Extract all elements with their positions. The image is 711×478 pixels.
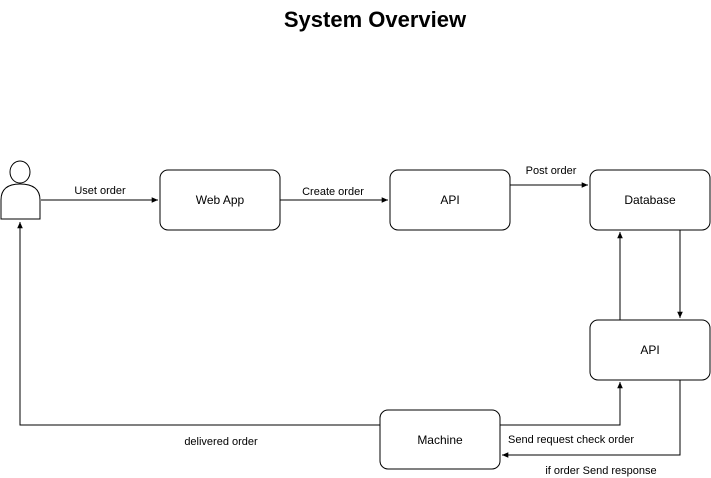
- node-machine-label: Machine: [417, 433, 463, 447]
- edge-machine-to-api-right: [500, 382, 623, 426]
- node-api-right-label: API: [640, 343, 659, 357]
- node-machine: Machine: [379, 409, 501, 470]
- user-actor-icon: [0, 160, 41, 220]
- edge-label-uset-order: Uset order: [74, 185, 126, 197]
- node-api-top-label: API: [440, 193, 459, 207]
- node-web-app-label: Web App: [196, 193, 245, 207]
- edge-label-if-order-send-response: if order Send response: [545, 465, 656, 477]
- diagram-title: System Overview: [284, 7, 467, 32]
- node-web-app: Web App: [159, 169, 281, 231]
- user-head: [9, 160, 31, 184]
- node-api-top: API: [389, 169, 511, 231]
- edge-label-send-request-check-order: Send request check order: [508, 434, 634, 446]
- node-database: Database: [589, 169, 711, 231]
- edge-api-right-to-machine: [502, 380, 681, 458]
- user-body: [0, 183, 41, 220]
- edge-label-post-order: Post order: [526, 165, 577, 177]
- node-database-label: Database: [624, 193, 676, 207]
- edge-machine-to-user: [17, 222, 380, 426]
- edge-label-delivered-order: delivered order: [184, 436, 258, 448]
- edge-label-create-order: Create order: [302, 186, 364, 198]
- node-api-right: API: [589, 319, 711, 381]
